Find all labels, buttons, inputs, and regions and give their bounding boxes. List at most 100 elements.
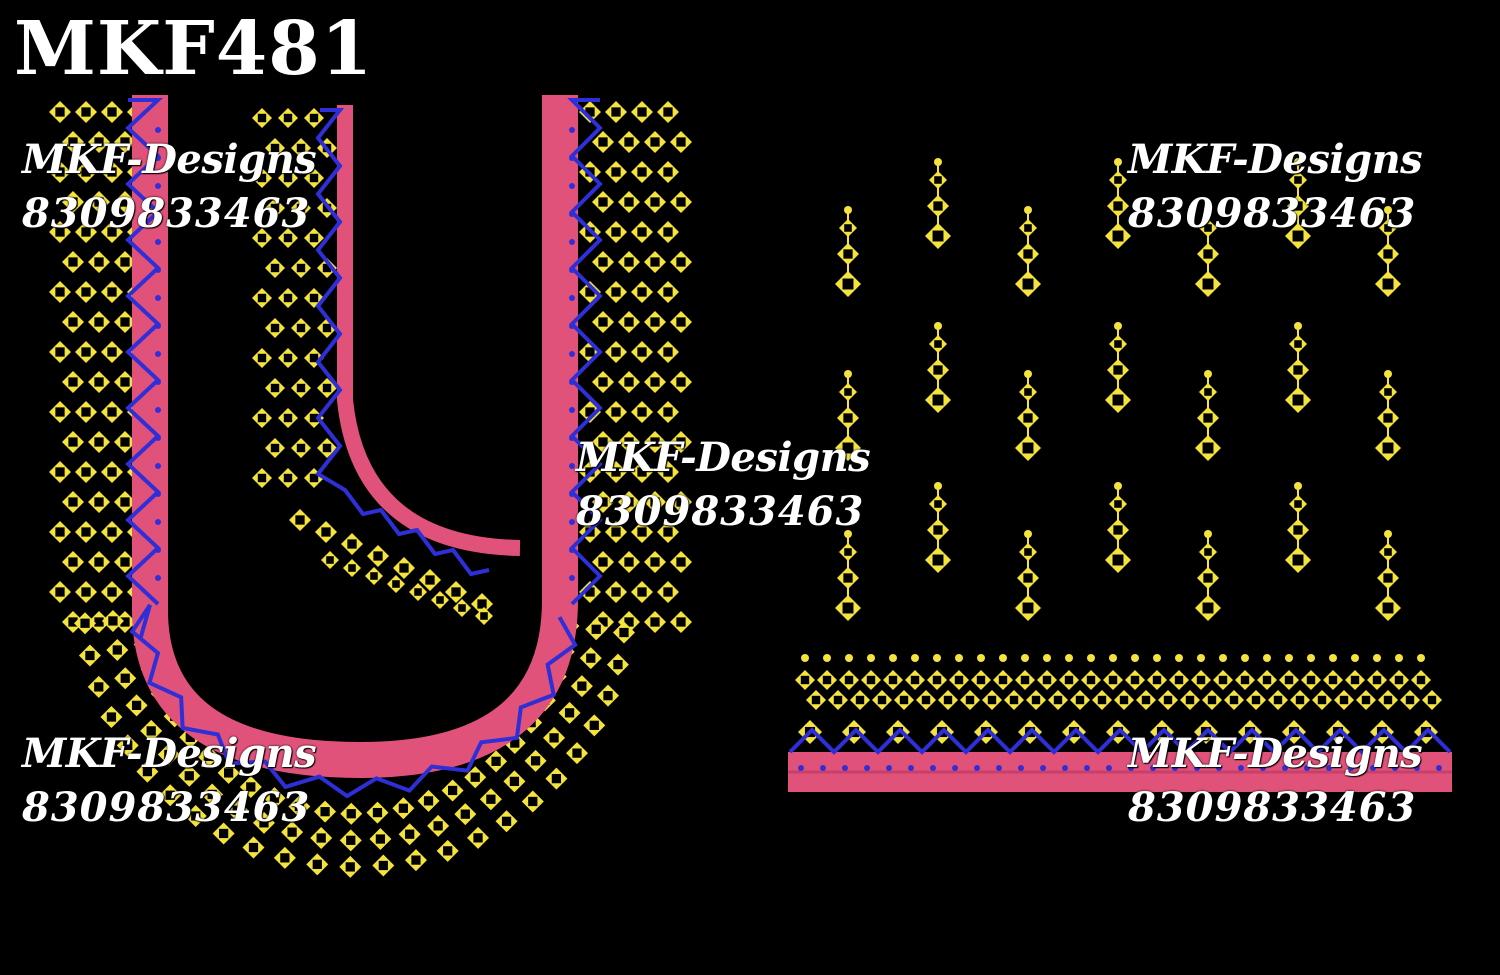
motif-center	[473, 833, 483, 843]
motif-center	[1024, 388, 1032, 396]
motif-center	[131, 700, 142, 710]
motif-center	[611, 467, 621, 477]
motif-center	[309, 473, 319, 483]
motif-center	[270, 143, 280, 153]
motif-center	[650, 317, 660, 327]
motif-center	[443, 846, 453, 856]
motif-center	[1383, 695, 1393, 705]
motif-center	[270, 323, 280, 333]
neckline-band	[132, 95, 578, 778]
motif-center	[585, 587, 595, 597]
bead-dot	[569, 183, 575, 189]
watermark-bottom-left: MKF-Designs 8309833463	[22, 734, 317, 828]
motif-center	[1202, 278, 1214, 290]
motif-center	[844, 224, 852, 232]
motif-center	[637, 587, 647, 597]
motif-center	[637, 227, 647, 237]
bead-dot	[1062, 765, 1068, 771]
bead-dot	[155, 491, 161, 497]
motif-center	[843, 413, 853, 423]
motif-center	[1113, 201, 1123, 211]
motif-center	[296, 383, 306, 393]
motif-center	[843, 573, 853, 583]
motif-center	[283, 473, 293, 483]
motif-center	[218, 828, 229, 839]
watermark-phone: 8309833463	[1128, 784, 1417, 831]
bead-dot	[1414, 765, 1420, 771]
motif-center	[611, 287, 621, 297]
buti-motif	[1375, 370, 1401, 461]
motif-center	[1020, 675, 1030, 685]
motif-center	[295, 515, 305, 525]
motif-center	[1382, 442, 1394, 454]
bead-dot	[1282, 765, 1288, 771]
motif-center	[55, 527, 65, 537]
motif-center	[322, 323, 332, 333]
motif-center	[1292, 554, 1304, 566]
motif-center	[663, 347, 673, 357]
motif-center	[585, 347, 595, 357]
motif-center	[309, 293, 319, 303]
motif-center	[509, 776, 520, 787]
motif-center	[68, 317, 78, 327]
motif-center	[624, 197, 634, 207]
motif-center	[1022, 602, 1034, 614]
motif-center	[447, 785, 458, 796]
bead-dot	[930, 765, 936, 771]
motif-center	[85, 650, 95, 661]
motif-center	[603, 691, 613, 701]
motif-center	[663, 287, 673, 297]
zigzag-line	[129, 603, 578, 799]
buti-motif	[1105, 158, 1131, 249]
motif-center	[1204, 388, 1212, 396]
bead-dot	[1172, 765, 1178, 771]
motif-center	[55, 287, 65, 297]
motif-center	[1382, 602, 1394, 614]
bead-dot	[1351, 654, 1359, 662]
motif-center	[598, 437, 608, 447]
motif-center	[1053, 695, 1063, 705]
motif-center	[81, 587, 91, 597]
motif-center	[81, 227, 91, 237]
motif-center	[348, 564, 356, 572]
bead-dot	[1131, 654, 1139, 662]
motif-center	[283, 293, 293, 303]
bead-dot	[820, 765, 826, 771]
motif-center	[842, 442, 854, 454]
motif-center	[399, 563, 409, 573]
bead-dot	[569, 547, 575, 553]
bead-dot	[569, 463, 575, 469]
motif-center	[676, 137, 686, 147]
bead-dot	[1021, 654, 1029, 662]
bead-dot	[155, 127, 161, 133]
motif-center	[68, 377, 78, 387]
motif-center	[1361, 695, 1371, 705]
bead-dot	[155, 379, 161, 385]
motif-center	[676, 197, 686, 207]
motif-center	[1218, 675, 1228, 685]
motif-center	[637, 467, 647, 477]
motif-center	[123, 740, 133, 751]
motif-center	[257, 113, 267, 123]
motif-center	[624, 377, 634, 387]
motif-center	[309, 233, 319, 243]
motif-center	[296, 203, 306, 213]
motif-center	[564, 708, 575, 718]
bead-dot	[569, 323, 575, 329]
motif-center	[1394, 675, 1404, 685]
motif-center	[637, 347, 647, 357]
motif-center	[107, 167, 117, 177]
motif-center	[120, 673, 130, 683]
bead-dot	[1260, 765, 1266, 771]
motif-center	[94, 557, 104, 567]
motif-center	[921, 695, 931, 705]
watermark-phone: 8309833463	[22, 190, 311, 237]
motif-center	[676, 317, 686, 327]
watermark-phone: 8309833463	[576, 488, 865, 535]
motif-center	[613, 659, 623, 670]
motif-center	[663, 407, 673, 417]
motif-center	[246, 782, 256, 792]
motif-center	[1427, 695, 1437, 705]
motif-center	[934, 176, 942, 184]
motif-center	[1009, 695, 1019, 705]
